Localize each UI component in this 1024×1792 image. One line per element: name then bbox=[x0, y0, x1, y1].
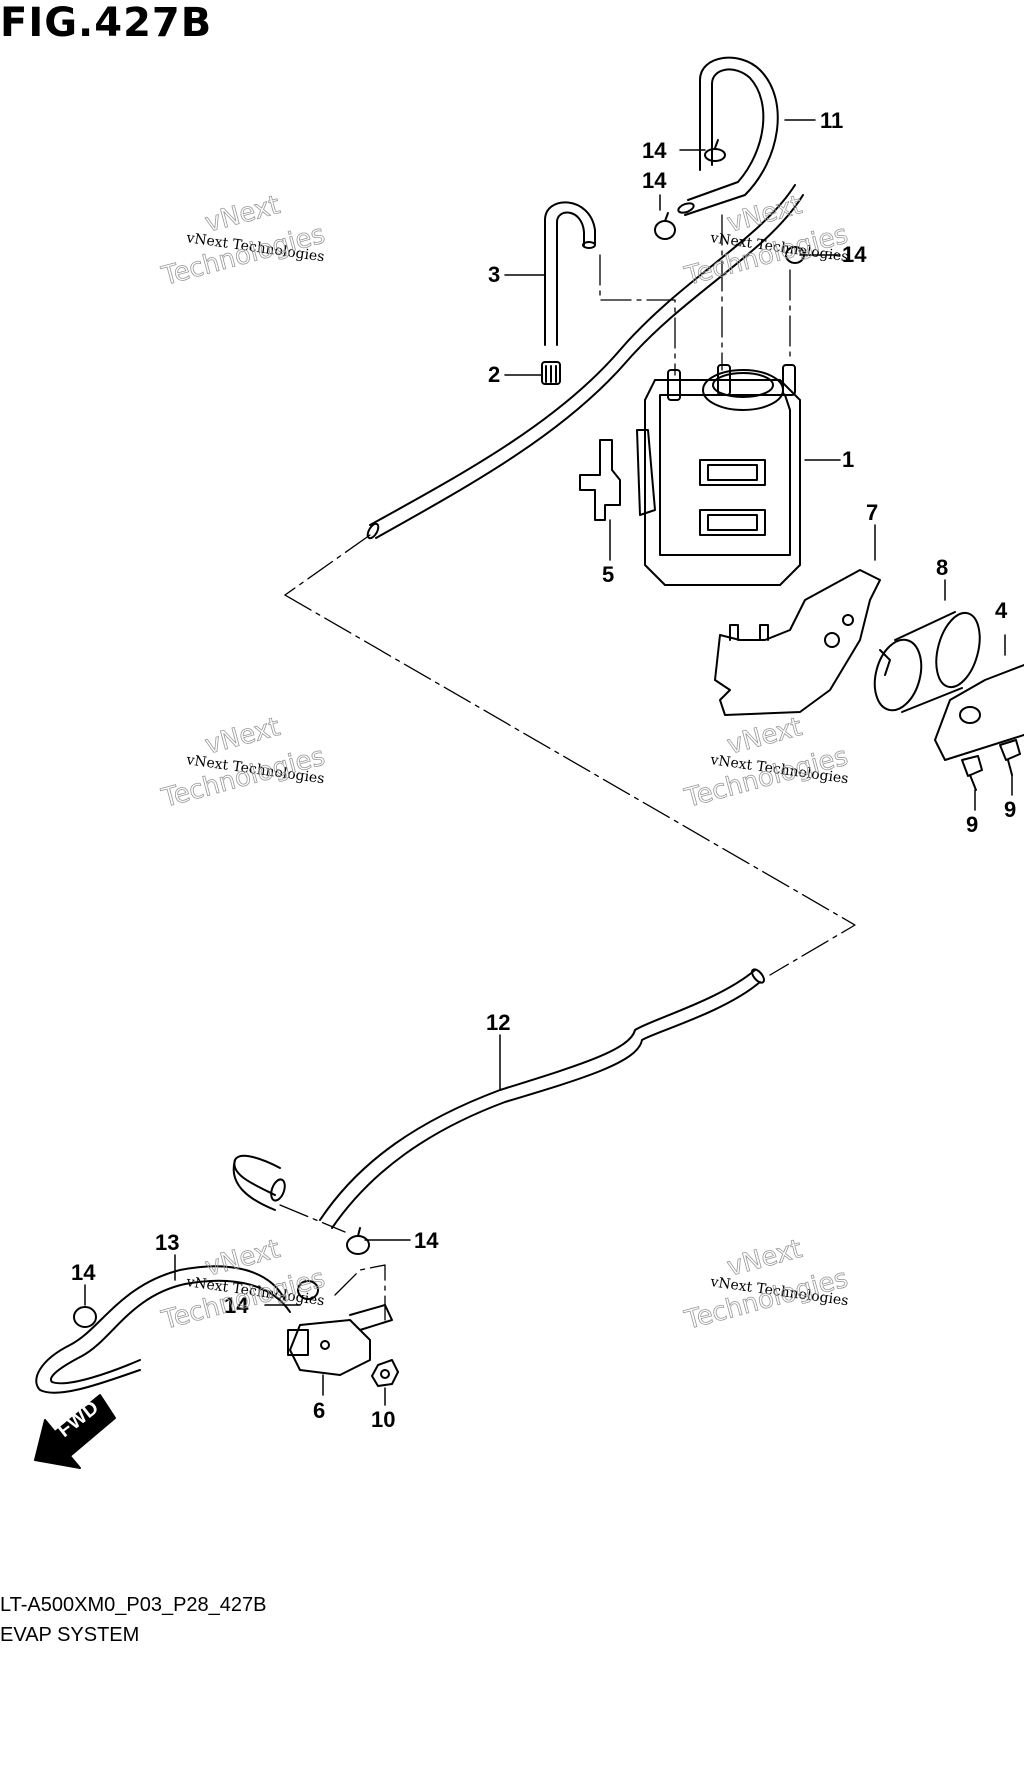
callout-9a: 9 bbox=[966, 812, 978, 837]
callout-10: 10 bbox=[371, 1407, 395, 1432]
callout-1: 1 bbox=[842, 447, 854, 472]
svg-text:vNext: vNext bbox=[202, 190, 283, 239]
callout-13: 13 bbox=[155, 1230, 179, 1255]
callout-3: 3 bbox=[488, 262, 500, 287]
watermark: vNext Technologies vNext Technologies vN… bbox=[158, 190, 852, 1337]
callout-14f: 14 bbox=[224, 1293, 249, 1318]
callout-4: 4 bbox=[995, 598, 1008, 623]
valve-part-6 bbox=[287, 1304, 393, 1376]
leader-lines bbox=[84, 119, 1013, 1406]
callout-6: 6 bbox=[313, 1398, 325, 1423]
canister-part-1 bbox=[644, 364, 801, 586]
callout-5: 5 bbox=[602, 562, 614, 587]
bracket-part-5 bbox=[579, 429, 656, 521]
clamp-part-14 bbox=[73, 139, 805, 1328]
bracket-part-4 bbox=[934, 664, 1024, 761]
callout-8: 8 bbox=[936, 555, 948, 580]
mount-part-8 bbox=[873, 611, 981, 713]
hose-part-12 bbox=[232, 968, 765, 1229]
connector-lines bbox=[279, 214, 856, 1321]
callout-12: 12 bbox=[486, 1010, 510, 1035]
callout-14b: 14 bbox=[642, 168, 667, 193]
svg-text:vNext: vNext bbox=[724, 712, 805, 761]
figure-code: LT-A500XM0_P03_P28_427B bbox=[0, 1594, 267, 1616]
hose-part-13 bbox=[35, 1265, 291, 1394]
figure-title: FIG.427B bbox=[0, 0, 213, 46]
callout-14d: 14 bbox=[414, 1228, 439, 1253]
callout-9b: 9 bbox=[1004, 797, 1016, 822]
callout-7: 7 bbox=[866, 500, 878, 525]
hose-part-11 bbox=[677, 56, 779, 216]
hose-part-main bbox=[366, 184, 804, 540]
figure-name: EVAP SYSTEM bbox=[0, 1624, 140, 1646]
svg-text:vNext: vNext bbox=[202, 1234, 283, 1283]
callout-14c: 14 bbox=[842, 242, 867, 267]
callout-2: 2 bbox=[488, 362, 500, 387]
svg-text:vNext: vNext bbox=[202, 712, 283, 761]
nut-part-10 bbox=[371, 1359, 399, 1387]
svg-text:vNext: vNext bbox=[724, 1234, 805, 1283]
bracket-part-7 bbox=[714, 569, 881, 716]
callout-14a: 14 bbox=[642, 138, 667, 163]
hose-part-3 bbox=[544, 201, 596, 346]
callout-11: 11 bbox=[820, 108, 843, 133]
callout-14e: 14 bbox=[71, 1260, 96, 1285]
fwd-arrow-icon bbox=[34, 1394, 116, 1469]
clamp-part-2 bbox=[541, 361, 561, 385]
bolt-part-9 bbox=[961, 739, 1021, 791]
